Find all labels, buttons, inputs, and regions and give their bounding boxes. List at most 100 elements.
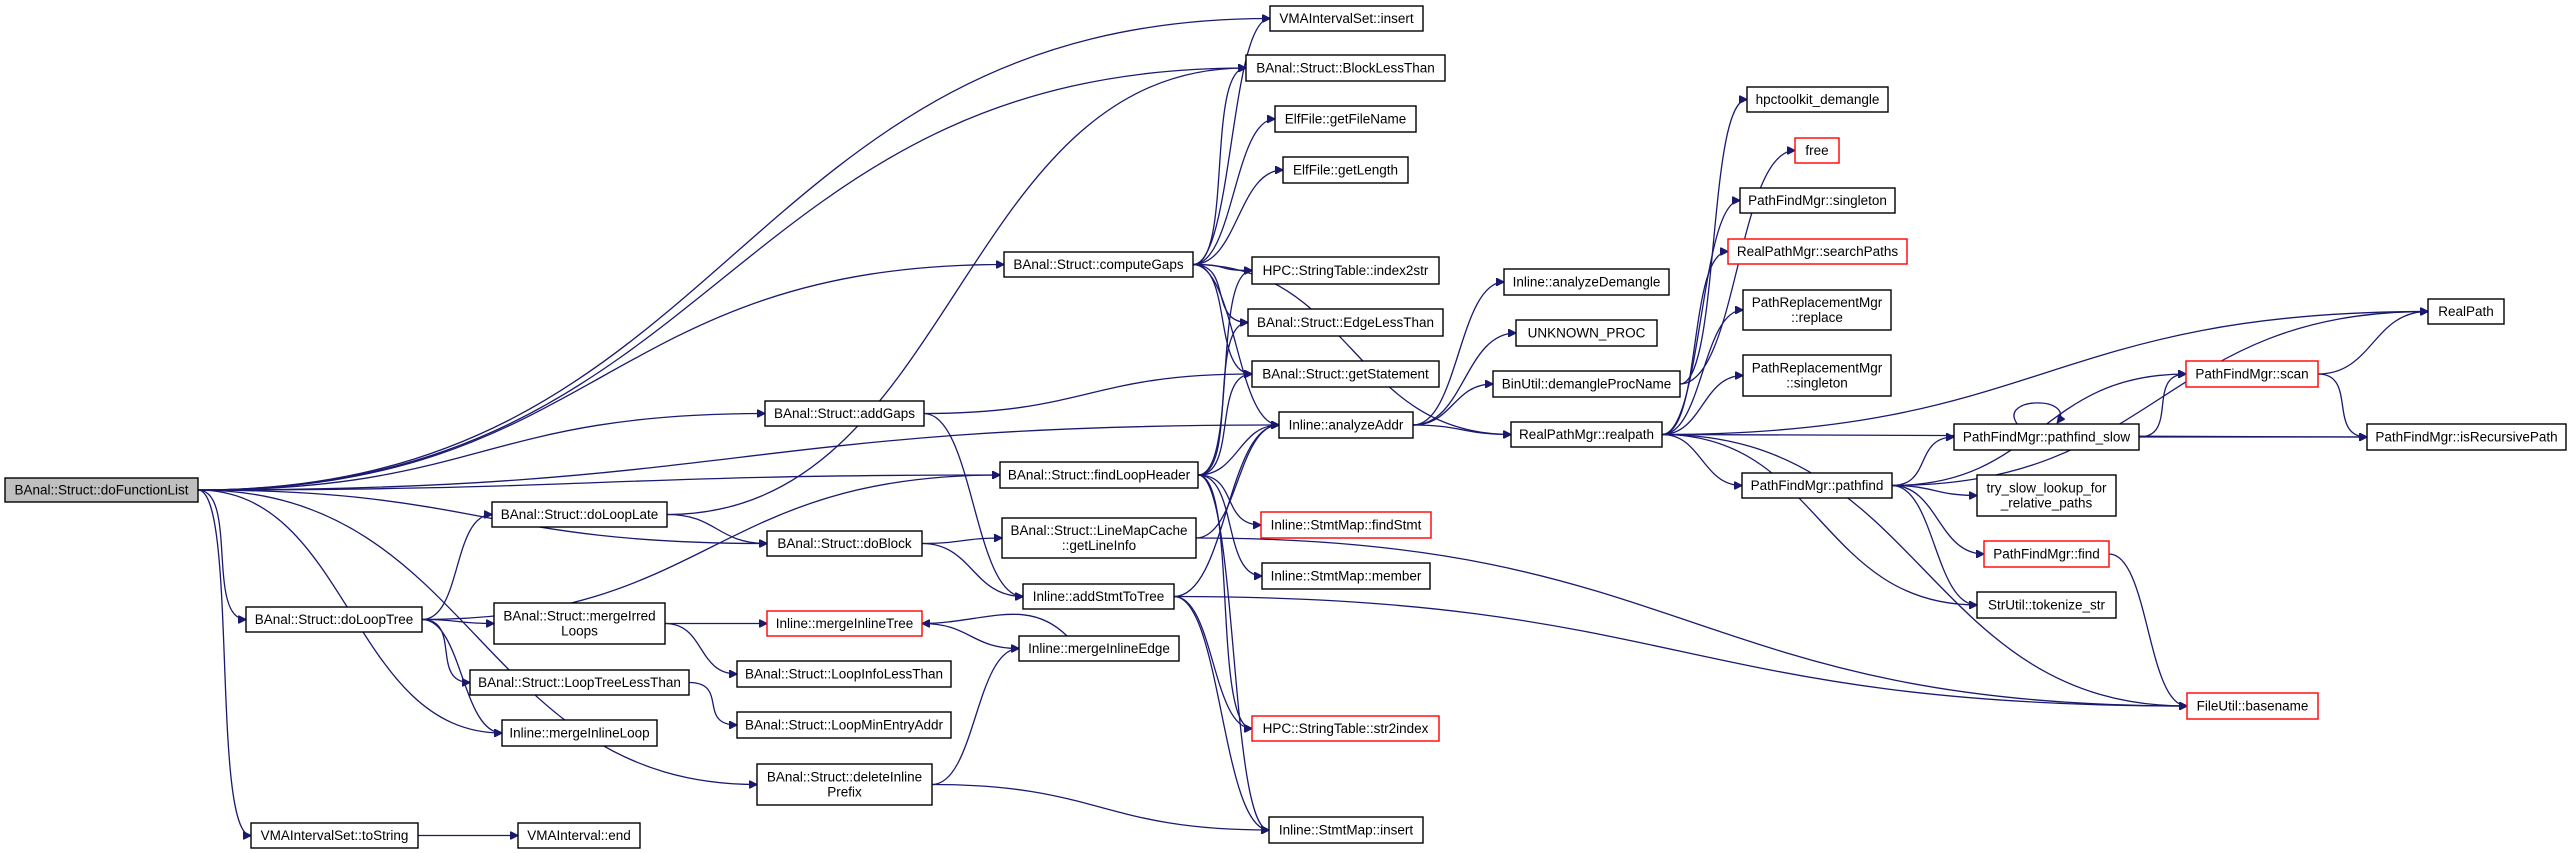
node-add-gaps[interactable]: BAnal::Struct::addGaps — [764, 400, 925, 427]
node-analyze-addr[interactable]: Inline::analyzeAddr — [1278, 411, 1414, 439]
node-box[interactable] — [1018, 635, 1180, 662]
node-box[interactable] — [1278, 411, 1414, 439]
node-box[interactable] — [1515, 319, 1658, 347]
node-box[interactable] — [766, 530, 923, 557]
node-box[interactable] — [2366, 423, 2567, 451]
node-get-length[interactable]: ElfFile::getLength — [1282, 156, 1409, 184]
node-box[interactable] — [245, 606, 423, 633]
node-pfm-singleton[interactable]: PathFindMgr::singleton — [1739, 187, 1896, 214]
node-index2str[interactable]: HPC::StringTable::index2str — [1251, 256, 1440, 285]
node-box[interactable] — [1245, 54, 1446, 82]
node-box[interactable] — [1268, 816, 1424, 844]
node-box[interactable] — [766, 610, 923, 637]
node-merge-inline-tree[interactable]: Inline::mergeInlineTree — [766, 610, 923, 637]
node-loop-tree-less-than[interactable]: BAnal::Struct::LoopTreeLessThan — [469, 669, 690, 696]
node-box[interactable] — [1503, 268, 1670, 296]
node-do-loop-late[interactable]: BAnal::Struct::doLoopLate — [491, 501, 668, 528]
node-box[interactable] — [736, 711, 952, 739]
node-pathfind-slow[interactable]: PathFindMgr::pathfind_slow — [1953, 423, 2140, 451]
node-hpctoolkit-demangle[interactable]: hpctoolkit_demangle — [1746, 86, 1889, 113]
node-search-paths[interactable]: RealPathMgr::searchPaths — [1727, 238, 1908, 265]
node-box[interactable] — [1976, 474, 2117, 517]
node-get-line-info[interactable]: BAnal::Struct::LineMapCache::getLineInfo — [1001, 517, 1197, 559]
node-prm-singleton[interactable]: PathReplacementMgr::singleton — [1742, 354, 1892, 397]
node-prm-replace[interactable]: PathReplacementMgr::replace — [1742, 289, 1892, 331]
node-box[interactable] — [1282, 156, 1409, 184]
node-box[interactable] — [1260, 511, 1432, 539]
node-get-statement[interactable]: BAnal::Struct::getStatement — [1251, 360, 1440, 388]
node-vma-set-insert[interactable]: VMAIntervalSet::insert — [1269, 5, 1424, 32]
node-compute-gaps[interactable]: BAnal::Struct::computeGaps — [1003, 251, 1194, 278]
node-vma-end[interactable]: VMAInterval::end — [517, 822, 641, 849]
node-try-slow-lookup[interactable]: try_slow_lookup_for_relative_paths — [1976, 474, 2117, 517]
node-merge-inline-edge[interactable]: Inline::mergeInlineEdge — [1018, 635, 1180, 662]
node-realpath[interactable]: RealPathMgr::realpath — [1510, 421, 1663, 448]
node-add-stmt-to-tree[interactable]: Inline::addStmtToTree — [1022, 583, 1175, 610]
node-get-file-name[interactable]: ElfFile::getFileName — [1274, 105, 1417, 133]
node-box[interactable] — [1003, 251, 1194, 278]
node-box[interactable] — [493, 602, 666, 645]
node-box[interactable] — [1269, 5, 1424, 32]
node-pfm-find[interactable]: PathFindMgr::find — [1983, 540, 2110, 568]
node-box[interactable] — [2185, 360, 2319, 388]
node-box[interactable] — [1022, 583, 1175, 610]
node-box[interactable] — [469, 669, 690, 696]
node-stmt-map-insert[interactable]: Inline::StmtMap::insert — [1268, 816, 1424, 844]
node-demangle-proc-name[interactable]: BinUtil::demangleProcName — [1492, 370, 1681, 398]
node-box[interactable] — [501, 719, 658, 747]
node-box[interactable] — [1492, 370, 1681, 398]
node-box[interactable] — [2427, 298, 2505, 325]
node-box[interactable] — [491, 501, 668, 528]
node-file-basename[interactable]: FileUtil::basename — [2186, 692, 2319, 720]
node-do-block[interactable]: BAnal::Struct::doBlock — [766, 530, 923, 557]
node-merge-inline-loop[interactable]: Inline::mergeInlineLoop — [501, 719, 658, 747]
node-box[interactable] — [736, 660, 952, 688]
node-box[interactable] — [517, 822, 641, 849]
node-block-less-than[interactable]: BAnal::Struct::BlockLessThan — [1245, 54, 1446, 82]
node-loop-min-entry-addr[interactable]: BAnal::Struct::LoopMinEntryAddr — [736, 711, 952, 739]
node-tokenize-str[interactable]: StrUtil::tokenize_str — [1976, 591, 2117, 619]
node-pfm-scan[interactable]: PathFindMgr::scan — [2185, 360, 2319, 388]
node-box[interactable] — [1794, 137, 1840, 164]
node-box[interactable] — [1953, 423, 2140, 451]
node-loop-info-less-than[interactable]: BAnal::Struct::LoopInfoLessThan — [736, 660, 952, 688]
node-box[interactable] — [1746, 86, 1889, 113]
node-box[interactable] — [1247, 308, 1444, 337]
node-find-loop-header[interactable]: BAnal::Struct::findLoopHeader — [999, 461, 1199, 489]
node-box[interactable] — [1742, 289, 1892, 331]
node-box[interactable] — [1251, 360, 1440, 388]
node-analyze-demangle[interactable]: Inline::analyzeDemangle — [1503, 268, 1670, 296]
node-pathfind[interactable]: PathFindMgr::pathfind — [1741, 472, 1893, 499]
node-box[interactable] — [1251, 715, 1440, 742]
node-str2index[interactable]: HPC::StringTable::str2index — [1251, 715, 1440, 742]
node-box[interactable] — [1727, 238, 1908, 265]
node-box[interactable] — [1741, 472, 1893, 499]
node-box[interactable] — [1976, 591, 2117, 619]
node-do-loop-tree[interactable]: BAnal::Struct::doLoopTree — [245, 606, 423, 633]
node-box[interactable] — [1983, 540, 2110, 568]
node-member[interactable]: Inline::StmtMap::member — [1261, 562, 1431, 590]
node-is-recursive-path[interactable]: PathFindMgr::isRecursivePath — [2366, 423, 2567, 451]
node-box[interactable] — [1510, 421, 1663, 448]
node-box[interactable] — [999, 461, 1199, 489]
node-free[interactable]: free — [1794, 137, 1840, 164]
node-box[interactable] — [1001, 517, 1197, 559]
node-box[interactable] — [1274, 105, 1417, 133]
node-box[interactable] — [4, 477, 199, 503]
node-box[interactable] — [2186, 692, 2319, 720]
node-box[interactable] — [1742, 354, 1892, 397]
node-box[interactable] — [764, 400, 925, 427]
node-box[interactable] — [1261, 562, 1431, 590]
node-to-string[interactable]: VMAIntervalSet::toString — [250, 822, 419, 849]
node-box[interactable] — [1251, 256, 1440, 285]
node-real-path-fn[interactable]: RealPath — [2427, 298, 2505, 325]
node-edge-less-than[interactable]: BAnal::Struct::EdgeLessThan — [1247, 308, 1444, 337]
node-box[interactable] — [1739, 187, 1896, 214]
node-unknown-proc[interactable]: UNKNOWN_PROC — [1515, 319, 1658, 347]
node-find-stmt[interactable]: Inline::StmtMap::findStmt — [1260, 511, 1432, 539]
node-box[interactable] — [756, 763, 933, 806]
node-box[interactable] — [250, 822, 419, 849]
node-do-function-list[interactable]: BAnal::Struct::doFunctionList — [4, 477, 199, 503]
